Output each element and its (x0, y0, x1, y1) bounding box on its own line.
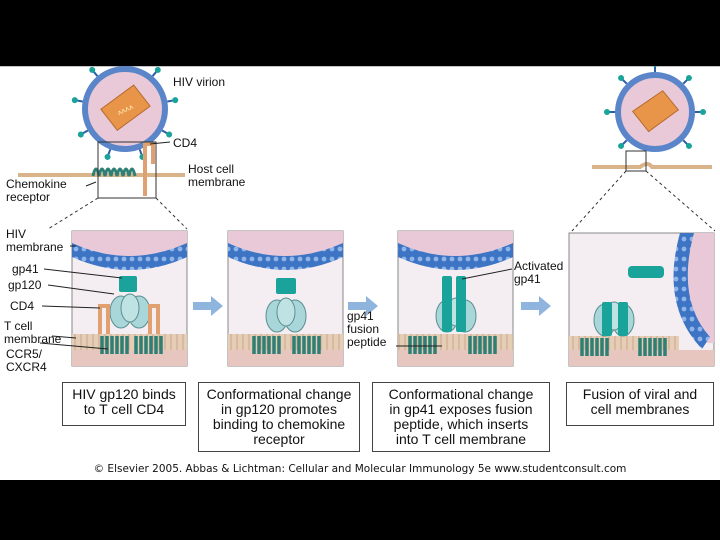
hiv-virion-left: ᴧᴧᴧᴧ (70, 66, 180, 162)
hiv-membrane-label: HIV membrane (6, 227, 64, 254)
gp41-label: gp41 (12, 262, 39, 276)
ccr5-cxcr4-label: CCR5/ CXCR4 (6, 347, 47, 374)
figure-slide: ᴧᴧᴧᴧ (0, 66, 720, 480)
panel-1 (71, 230, 188, 367)
arrow-1 (193, 296, 223, 316)
caption-step-2: Conformational change in gp120 promotes … (198, 382, 360, 452)
t-cell-membrane-label: T cell membrane (4, 319, 62, 346)
cd4-label: CD4 (10, 299, 35, 313)
gp120-label: gp120 (8, 278, 42, 292)
zoom-box-left (97, 141, 157, 199)
panel-2 (227, 230, 344, 367)
caption-step-4: Fusion of viral and cell membranes (566, 382, 714, 426)
hiv-virion-right (603, 66, 707, 152)
host-cell-membrane-label: Host cell membrane (188, 162, 246, 189)
hiv-virion-label: HIV virion (173, 75, 226, 89)
panel-3 (397, 230, 514, 367)
cd4-top-label: CD4 (173, 136, 198, 150)
panel-4 (568, 232, 715, 367)
copyright-text: © Elsevier 2005. Abbas & Lichtman: Cellu… (93, 463, 627, 475)
arrow-2 (348, 296, 378, 316)
caption-step-3: Conformational change in gp41 exposes fu… (372, 382, 550, 452)
arrow-3 (521, 296, 551, 316)
chemokine-receptor-label: Chemokine receptor (6, 177, 67, 204)
cd4-glyph (143, 142, 155, 196)
hiv-entry-diagram: ᴧᴧᴧᴧ (0, 66, 720, 367)
activated-gp41-label: Activated gp41 (514, 259, 564, 286)
chemokine-receptor-glyph (91, 167, 137, 177)
caption-step-1: HIV gp120 binds to T cell CD4 (62, 382, 186, 426)
gp41-fusion-peptide-label: gp41 fusion peptide (347, 309, 387, 349)
zoom-box-right (625, 150, 647, 172)
